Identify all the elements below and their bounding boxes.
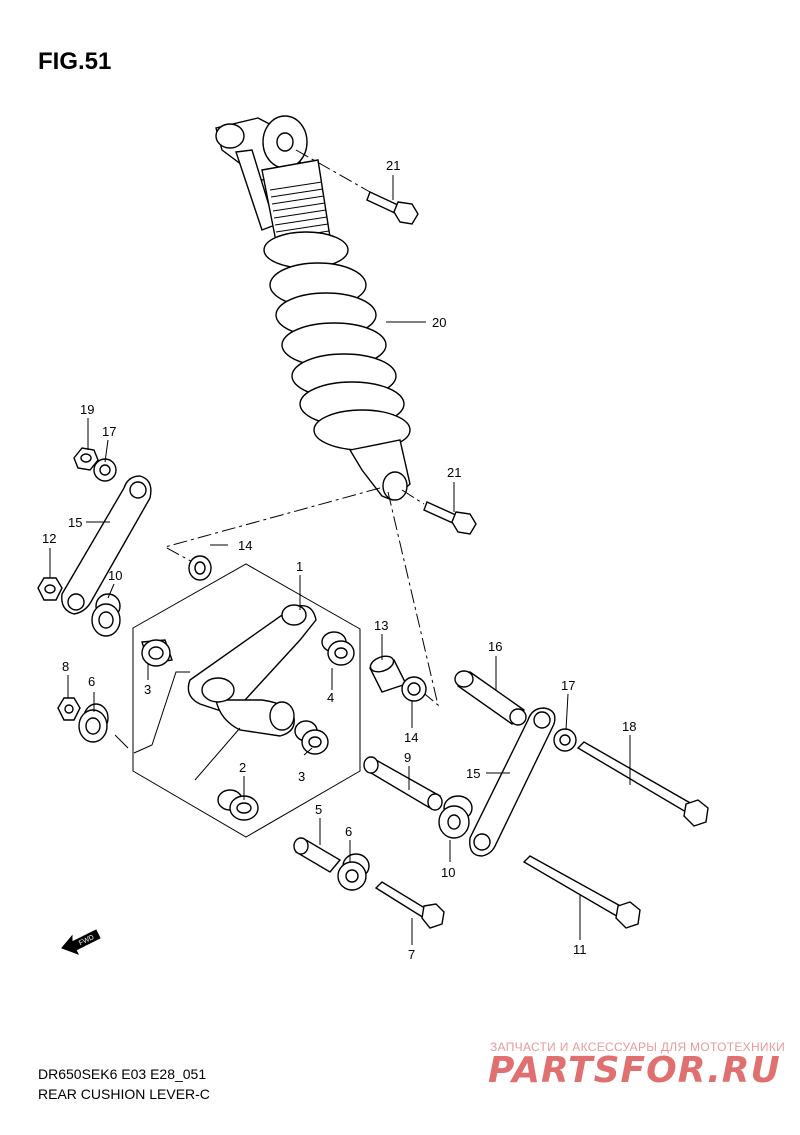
callout-21-bottom: 21 — [447, 465, 461, 480]
figure-title: FIG.51 — [38, 48, 112, 75]
spacer-9[interactable] — [363, 756, 443, 811]
callout-20: 20 — [432, 315, 446, 330]
spacer-13[interactable] — [368, 653, 407, 693]
callout-8: 8 — [62, 659, 69, 674]
spacer-5[interactable] — [293, 837, 342, 873]
callout-13: 13 — [374, 618, 388, 633]
cushion-lever[interactable] — [187, 604, 317, 737]
bearing-3-lower[interactable] — [294, 720, 329, 755]
callout-19: 19 — [80, 402, 94, 417]
callout-3-lower: 3 — [298, 769, 305, 784]
nut-19[interactable] — [73, 447, 99, 471]
callout-17-right: 17 — [561, 678, 575, 693]
bolt-18[interactable] — [576, 741, 709, 827]
bushing-6-left[interactable] — [78, 703, 109, 743]
callout-12: 12 — [42, 531, 56, 546]
diagram-name: REAR CUSHION LEVER-C — [38, 1086, 210, 1102]
callout-15-right: 15 — [466, 766, 480, 781]
watermark-tagline: ЗАПЧАСТИ И АКСЕССУАРЫ ДЛЯ МОТОТЕХНИКИ — [490, 1040, 786, 1054]
bushing-10-right[interactable] — [438, 795, 473, 839]
nut-12[interactable] — [37, 577, 63, 601]
callout-6-left: 6 — [88, 674, 95, 689]
callout-9: 9 — [404, 750, 411, 765]
callout-11: 11 — [573, 942, 587, 957]
callout-7: 7 — [408, 947, 415, 962]
bolt-21-top[interactable] — [366, 191, 419, 225]
nut-8[interactable] — [57, 697, 81, 721]
callout-10-right: 10 — [441, 865, 455, 880]
cushion-rod-15-right[interactable] — [469, 707, 556, 857]
shock-absorber[interactable] — [215, 115, 411, 501]
callout-15-left: 15 — [68, 515, 82, 530]
washer-14-upper[interactable] — [188, 555, 212, 581]
bearing-2[interactable] — [217, 789, 259, 821]
callout-2: 2 — [239, 760, 246, 775]
bolt-11[interactable] — [522, 855, 641, 929]
callout-5: 5 — [315, 802, 322, 817]
bushing-10-left[interactable] — [91, 593, 121, 637]
callout-18: 18 — [622, 719, 636, 734]
callout-6-right: 6 — [345, 824, 352, 839]
callout-17-left: 17 — [102, 424, 116, 439]
bearing-3-upper[interactable] — [141, 639, 173, 667]
bolt-7[interactable] — [374, 881, 445, 929]
bushing-6-right[interactable] — [337, 853, 370, 891]
cushion-rod-15-left[interactable] — [61, 475, 152, 615]
watermark-logo: PARTSFOR.RU — [488, 1050, 781, 1091]
forward-arrow-icon: FWD — [61, 929, 101, 955]
bearing-4[interactable] — [321, 631, 355, 666]
callout-14-lower: 14 — [404, 730, 418, 745]
callout-3-upper: 3 — [144, 682, 151, 697]
callout-4: 4 — [327, 690, 334, 705]
washer-14-lower[interactable] — [401, 676, 427, 702]
callout-1: 1 — [296, 559, 303, 574]
callout-14-upper: 14 — [238, 538, 252, 553]
washer-17-left[interactable] — [93, 458, 117, 482]
spacer-16[interactable] — [454, 670, 527, 726]
assembly-outline — [132, 563, 361, 838]
callout-10-left: 10 — [108, 568, 122, 583]
callout-21-top: 21 — [386, 158, 400, 173]
bolt-21-bottom[interactable] — [423, 501, 477, 535]
model-code: DR650SEK6 E03 E28_051 — [38, 1066, 207, 1082]
callout-16: 16 — [488, 639, 502, 654]
washer-17-right[interactable] — [553, 728, 577, 752]
